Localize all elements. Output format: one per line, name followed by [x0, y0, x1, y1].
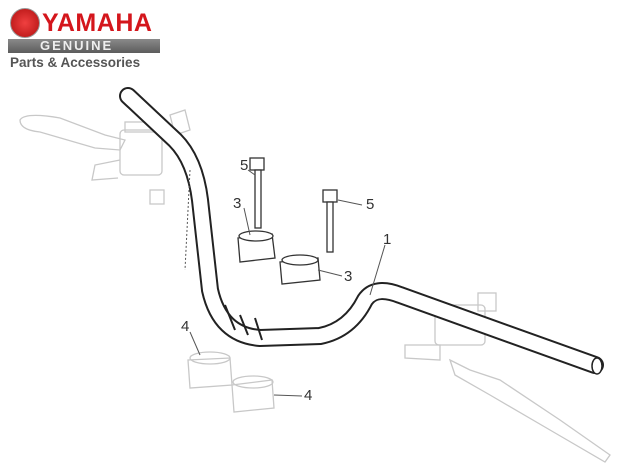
handlebar: [119, 87, 604, 375]
tuning-fork-emblem-icon: [10, 8, 40, 38]
callout-5-left: 5: [240, 157, 248, 174]
logo-brand: YAMAHA: [42, 9, 153, 37]
lower-holders-ghost: [187, 351, 275, 413]
callout-5-right: 5: [366, 196, 374, 213]
yamaha-genuine-logo: YAMAHA GENUINE Parts & Accessories: [8, 6, 168, 70]
callout-3-right: 3: [344, 268, 352, 285]
callout-4-left: 4: [181, 318, 189, 335]
callout-3-left: 3: [233, 195, 241, 212]
callout-1: 1: [383, 231, 391, 248]
bolts: [249, 157, 338, 253]
upper-holders: [237, 230, 321, 285]
leader-lines: [189, 169, 386, 397]
callout-4-right: 4: [304, 387, 312, 404]
logo-tagline: Parts & Accessories: [10, 55, 141, 70]
left-lever-assembly-ghost: [19, 109, 191, 205]
genuine-bar: [8, 39, 160, 53]
right-lever-assembly-ghost: [404, 292, 611, 463]
logo-genuine: GENUINE: [40, 38, 114, 53]
